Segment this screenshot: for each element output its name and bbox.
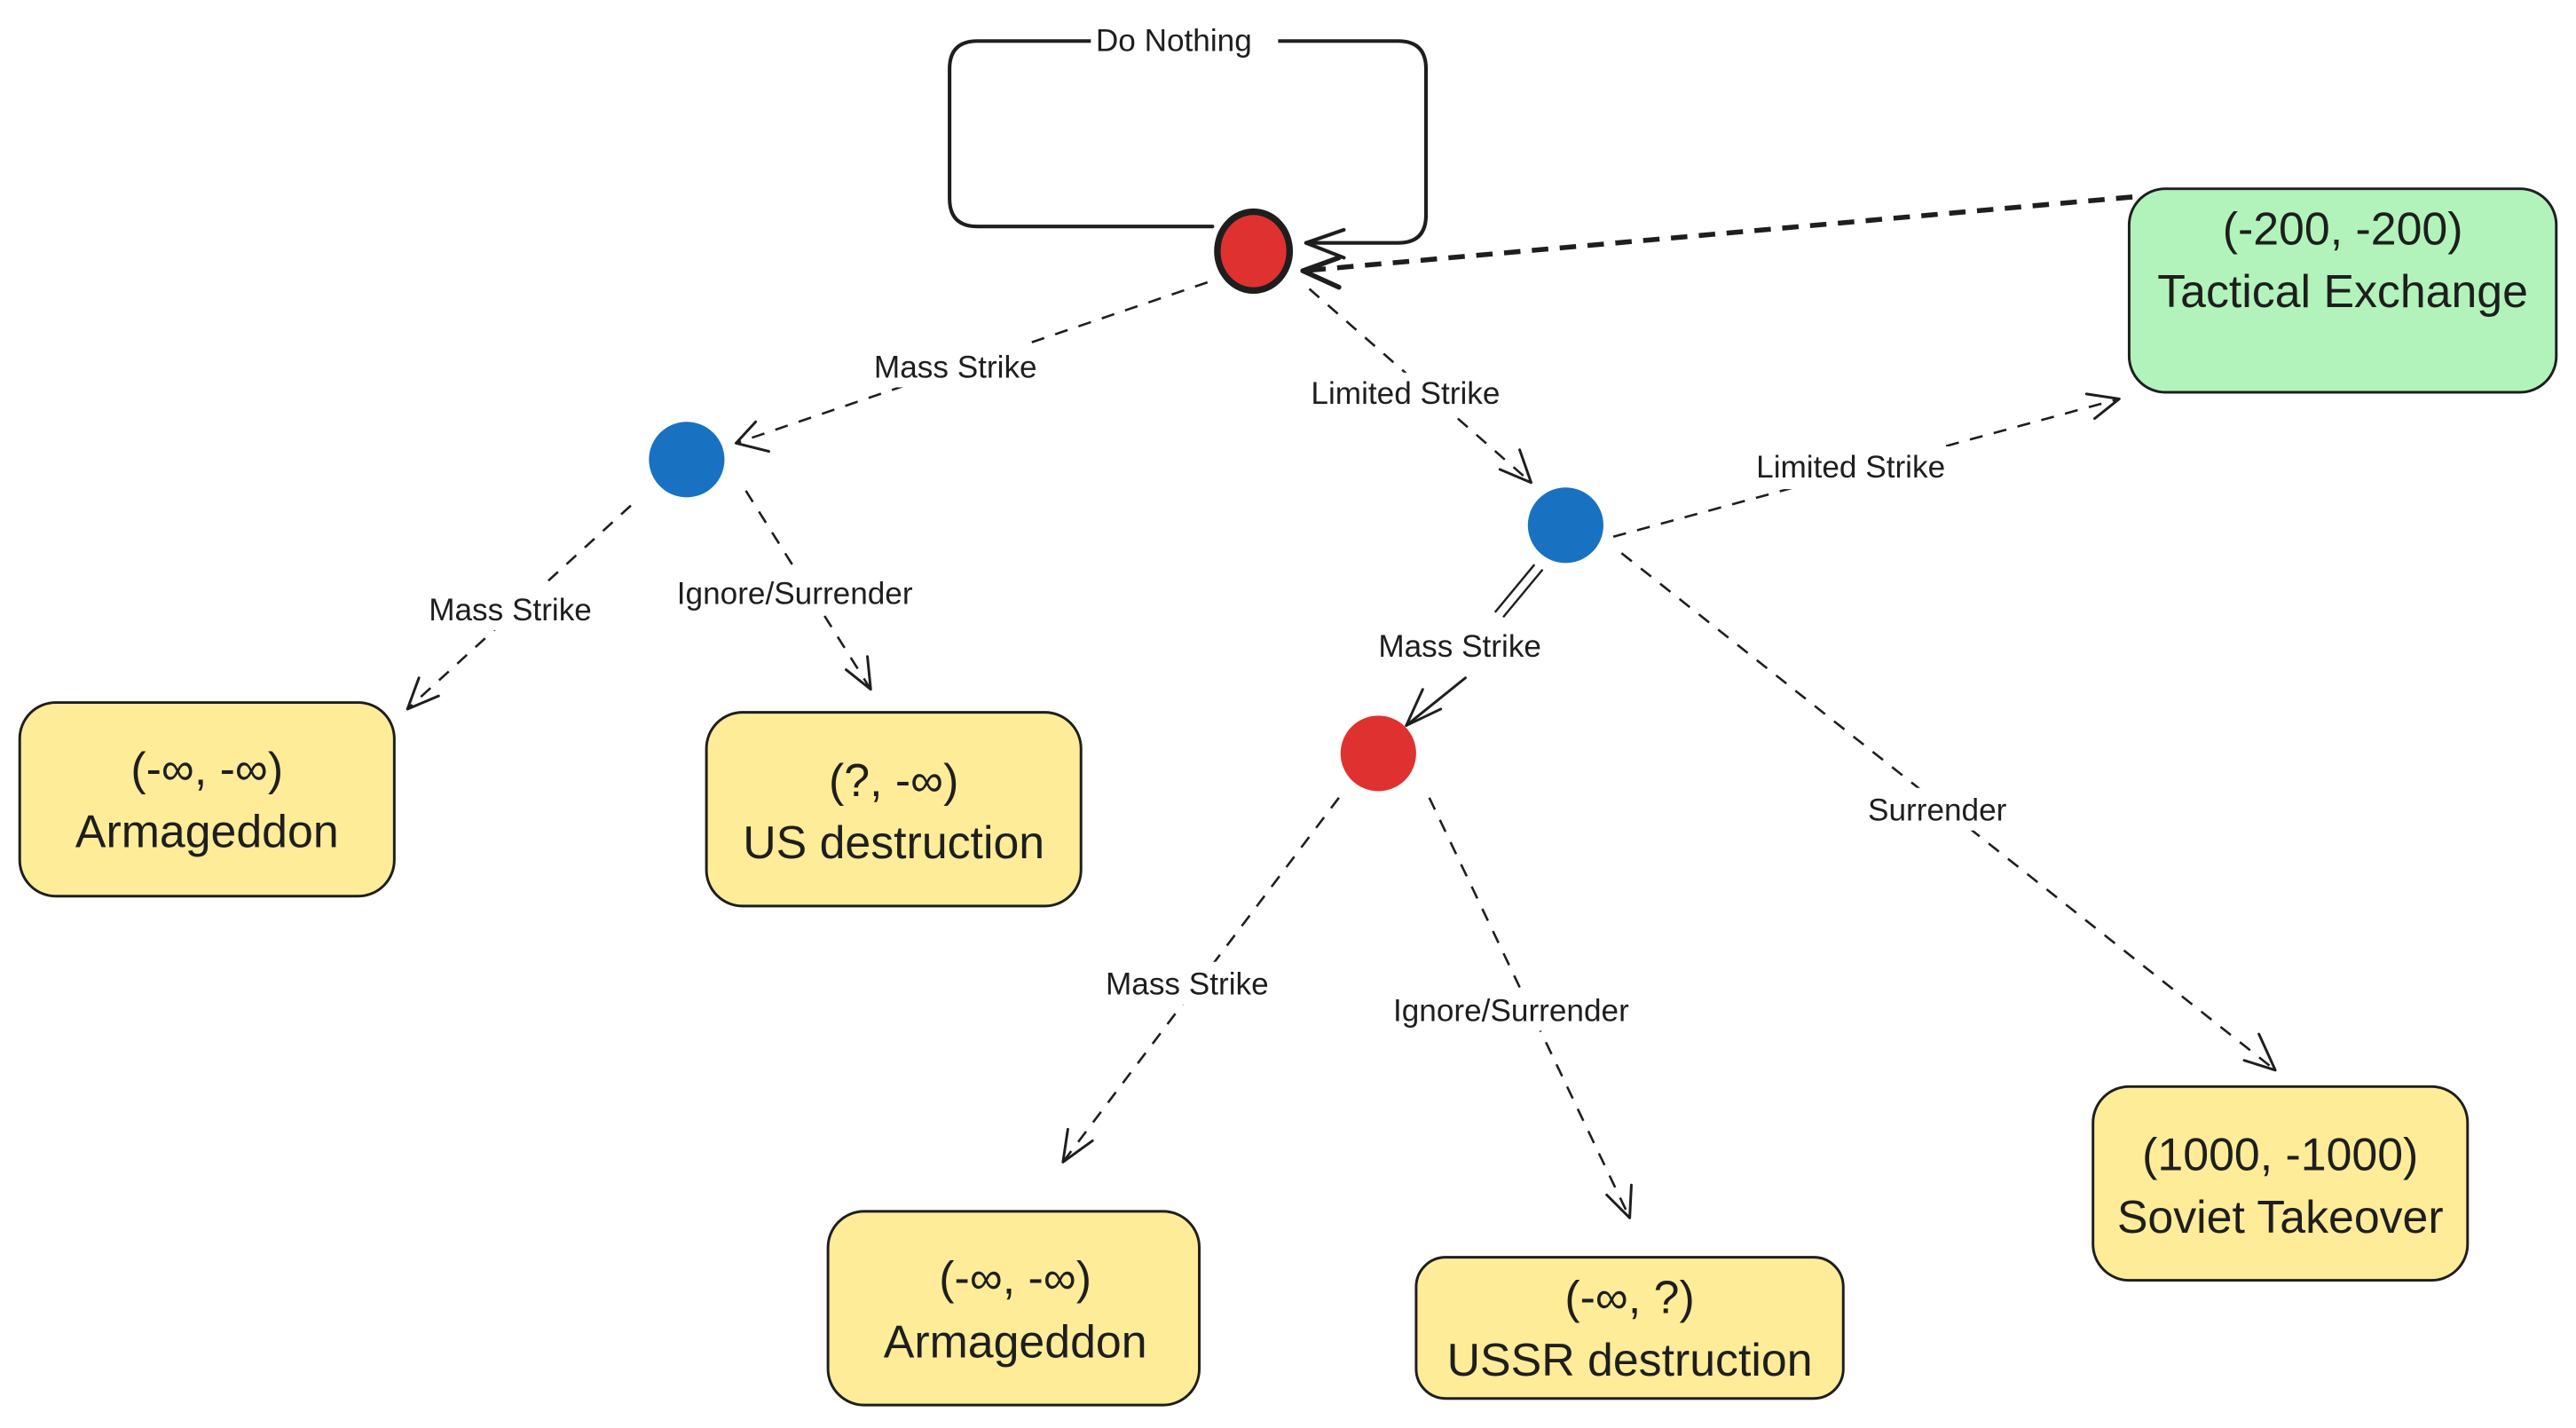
outcome-tactical-exchange[interactable]: (-200, -200) Tactical Exchange bbox=[2127, 187, 2558, 394]
edge-tactical-return bbox=[1300, 194, 2133, 290]
edge-us2-limited-strike: Limited Strike bbox=[1612, 392, 2121, 539]
decision-node-root[interactable] bbox=[1214, 208, 1294, 295]
outcome-name: USSR destruction bbox=[1447, 1334, 1813, 1385]
outcome-armageddon-2[interactable]: (-∞, -∞) Armageddon bbox=[826, 1210, 1201, 1407]
payoff-text: (-∞, -∞) bbox=[939, 1251, 1091, 1303]
outcome-soviet-takeover[interactable]: (1000, -1000) Soviet Takeover bbox=[2092, 1085, 2470, 1282]
decision-node-ussr-after-us-mass[interactable] bbox=[1340, 715, 1416, 792]
edge-us2-mass-strike: Mass Strike bbox=[1378, 564, 1544, 727]
edge-ussr2-mass-strike: Mass Strike bbox=[1061, 797, 1340, 1164]
edge-us1-ignore-surrender: Ignore/Surrender bbox=[670, 490, 953, 691]
outcome-name: Armageddon bbox=[884, 1315, 1147, 1367]
edge-label-root-mass: Mass Strike bbox=[874, 350, 1037, 384]
payoff-text: (-200, -200) bbox=[2223, 203, 2463, 255]
edge-label-do-nothing: Do Nothing bbox=[1096, 23, 1252, 58]
edge-do-nothing: Do Nothing bbox=[948, 20, 1429, 260]
decision-node-us-after-limited[interactable] bbox=[1527, 487, 1603, 564]
edge-label-ussr2-mass: Mass Strike bbox=[1106, 967, 1269, 1002]
outcome-name: Tactical Exchange bbox=[2157, 265, 2528, 317]
outcome-armageddon-1[interactable]: (-∞, -∞) Armageddon bbox=[18, 701, 396, 898]
outcome-name: US destruction bbox=[743, 817, 1044, 868]
payoff-text: (-∞, ?) bbox=[1564, 1272, 1694, 1323]
edge-root-limited-strike: Limited Strike bbox=[1305, 288, 1540, 485]
edge-label-us2-mass: Mass Strike bbox=[1378, 629, 1541, 664]
edge-label-ussr2-ignore: Ignore/Surrender bbox=[1393, 993, 1629, 1028]
edge-label-root-limited: Limited Strike bbox=[1311, 376, 1500, 411]
edge-us2-surrender: Surrender bbox=[1620, 552, 2277, 1072]
edge-ussr2-ignore-surrender: Ignore/Surrender bbox=[1388, 797, 1671, 1219]
outcome-name: Armageddon bbox=[75, 805, 339, 856]
decision-node-us-after-mass[interactable] bbox=[649, 422, 725, 498]
edge-label-us2-limited: Limited Strike bbox=[1756, 450, 1945, 485]
edge-us1-mass-strike: Mass Strike bbox=[406, 504, 632, 711]
outcome-name: Soviet Takeover bbox=[2117, 1191, 2444, 1243]
edge-root-mass-strike: Mass Strike bbox=[734, 280, 1209, 454]
edge-label-us1-mass: Mass Strike bbox=[429, 593, 592, 627]
payoff-text: (1000, -1000) bbox=[2142, 1129, 2418, 1180]
edge-label-us1-ignore: Ignore/Surrender bbox=[677, 577, 913, 611]
outcome-us-destruction[interactable]: (?, -∞) US destruction bbox=[705, 711, 1083, 908]
edge-label-us2-surrender: Surrender bbox=[1868, 793, 2007, 828]
payoff-text: (-∞, -∞) bbox=[130, 743, 283, 794]
payoff-text: (?, -∞) bbox=[829, 754, 958, 806]
outcome-ussr-destruction[interactable]: (-∞, ?) USSR destruction bbox=[1414, 1256, 1845, 1400]
